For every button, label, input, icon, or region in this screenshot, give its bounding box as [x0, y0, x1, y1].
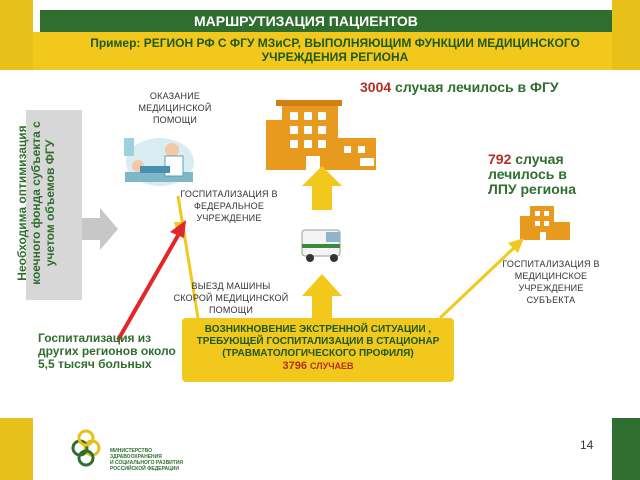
logo-line-4: РОССИЙСКОЙ ФЕДЕРАЦИИ: [110, 466, 179, 472]
page-subtitle: Пример: РЕГИОН РФ С ФГУ МЗиСР, ВЫПОЛНЯЮЩ…: [40, 36, 610, 64]
emergency-unit: СЛУЧАЕВ: [310, 361, 354, 371]
footer-right-strip: [612, 418, 640, 480]
page-title: МАРШРУТИЗАЦИЯ ПАЦИЕНТОВ: [40, 10, 612, 32]
ambulance-icon: [301, 229, 341, 262]
arrow-to-regional-line: [438, 242, 520, 320]
subject-hospitalization-caption: ГОСПИТАЛИЗАЦИЯ В МЕДИЦИНСКОЕ УЧРЕЖДЕНИЕ …: [502, 259, 600, 305]
vertical-note-panel: [26, 110, 82, 300]
subtitle-line-2: УЧРЕЖДЕНИЯ РЕГИОНА: [261, 50, 409, 64]
orange-up-arrow-2-icon: [302, 166, 342, 210]
emergency-box: ВОЗНИКНОВЕНИЕ ЭКСТРЕННОЙ СИТУАЦИИ , ТРЕБ…: [182, 318, 454, 382]
ambulance-caption: ВЫЕЗД МАШИНЫ СКОРОЙ МЕДИЦИНСКОЙ ПОМОЩИ: [173, 281, 289, 315]
page-number: 14: [580, 438, 594, 452]
red-arrow-head-icon: [170, 220, 186, 238]
grey-arrow-icon: [82, 208, 118, 250]
subtitle-line-1: Пример: РЕГИОН РФ С ФГУ МЗиСР, ВЫПОЛНЯЮЩ…: [90, 36, 580, 50]
medical-care-icon: [124, 138, 194, 186]
stat-lpu-number: 792: [488, 151, 512, 167]
logo-line-3: И СОЦИАЛЬНОГО РАЗВИТИЯ: [110, 460, 184, 466]
other-regions-note: Госпитализация из других регионов около …: [38, 331, 176, 371]
stat-fgu-text: случая лечилось в ФГУ: [395, 79, 559, 95]
orange-up-arrow-icon: [302, 274, 342, 318]
logo-line-2: ЗДРАВООХРАНЕНИЯ: [110, 454, 162, 460]
right-yellow-strip: [612, 0, 640, 70]
emergency-number: 3796: [282, 360, 307, 372]
regional-hospital-icon: [520, 206, 570, 240]
emergency-line-1: ВОЗНИКНОВЕНИЕ ЭКСТРЕННОЙ СИТУАЦИИ ,: [204, 324, 432, 335]
emergency-line-2: ТРЕБУЮЩЕЙ ГОСПИТАЛИЗАЦИИ В СТАЦИОНАР: [196, 336, 440, 347]
stat-lpu-text: случая лечилось в ЛПУ региона: [488, 151, 577, 197]
ministry-logo-text: МИНИСТЕРСТВО ЗДРАВООХРАНЕНИЯ И СОЦИАЛЬНО…: [110, 448, 183, 472]
arrow-to-regional-head-icon: [508, 238, 524, 253]
red-arrow-line: [116, 231, 182, 341]
arrow-to-care-line: [176, 195, 200, 319]
stat-fgu-number: 3004: [360, 79, 392, 95]
care-caption: ОКАЗАНИЕ МЕДИЦИНСКОЙ ПОМОЩИ: [138, 91, 212, 125]
logo-line-1: МИНИСТЕРСТВО: [110, 448, 152, 454]
subtitle-band: [33, 32, 612, 70]
emergency-line-3: (ТРАВМАТОЛОГИЧЕСКОГО ПРОФИЛЯ): [222, 348, 414, 359]
stat-lpu: 792 случая лечилось в ЛПУ региона: [488, 152, 598, 197]
left-yellow-strip: [0, 0, 33, 70]
footer-left-strip: [0, 418, 33, 480]
ministry-logo-icon: [71, 429, 101, 467]
stat-fgu: 3004 случая лечилось в ФГУ: [360, 80, 559, 95]
vertical-note: Необходима оптимизация коечного фонда су…: [15, 121, 57, 285]
federal-hospital-icon: [266, 100, 376, 170]
federal-hospitalization-caption: ГОСПИТАЛИЗАЦИЯ В ФЕДЕРАЛЬНОЕ УЧРЕЖДЕНИЕ: [180, 189, 278, 223]
